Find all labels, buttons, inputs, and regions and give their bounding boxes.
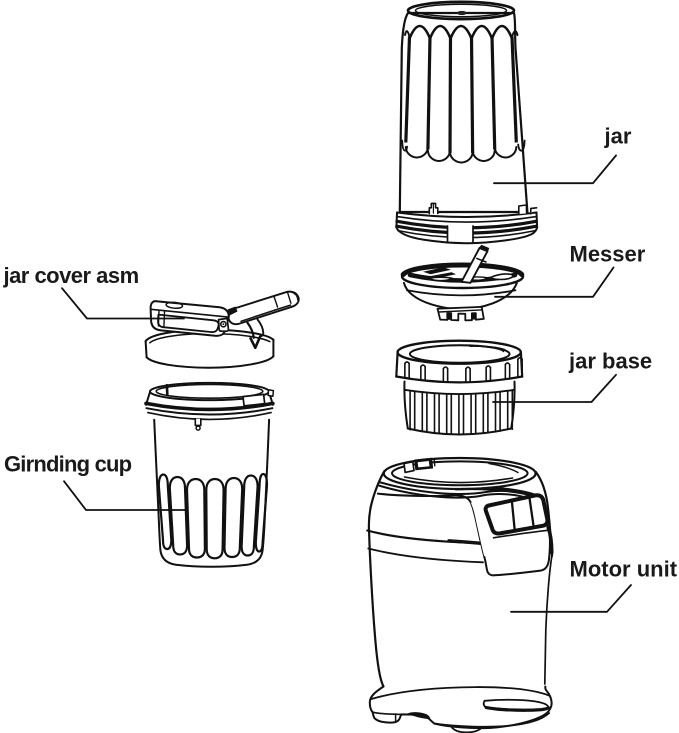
svg-text:jar cover asm: jar cover asm xyxy=(3,263,139,288)
svg-text:Messer: Messer xyxy=(570,242,646,267)
svg-text:Motor unit: Motor unit xyxy=(570,557,678,582)
svg-text:jar: jar xyxy=(604,124,632,149)
svg-text:jar base: jar base xyxy=(568,349,652,374)
svg-text:Girnding cup: Girnding cup xyxy=(4,452,132,477)
